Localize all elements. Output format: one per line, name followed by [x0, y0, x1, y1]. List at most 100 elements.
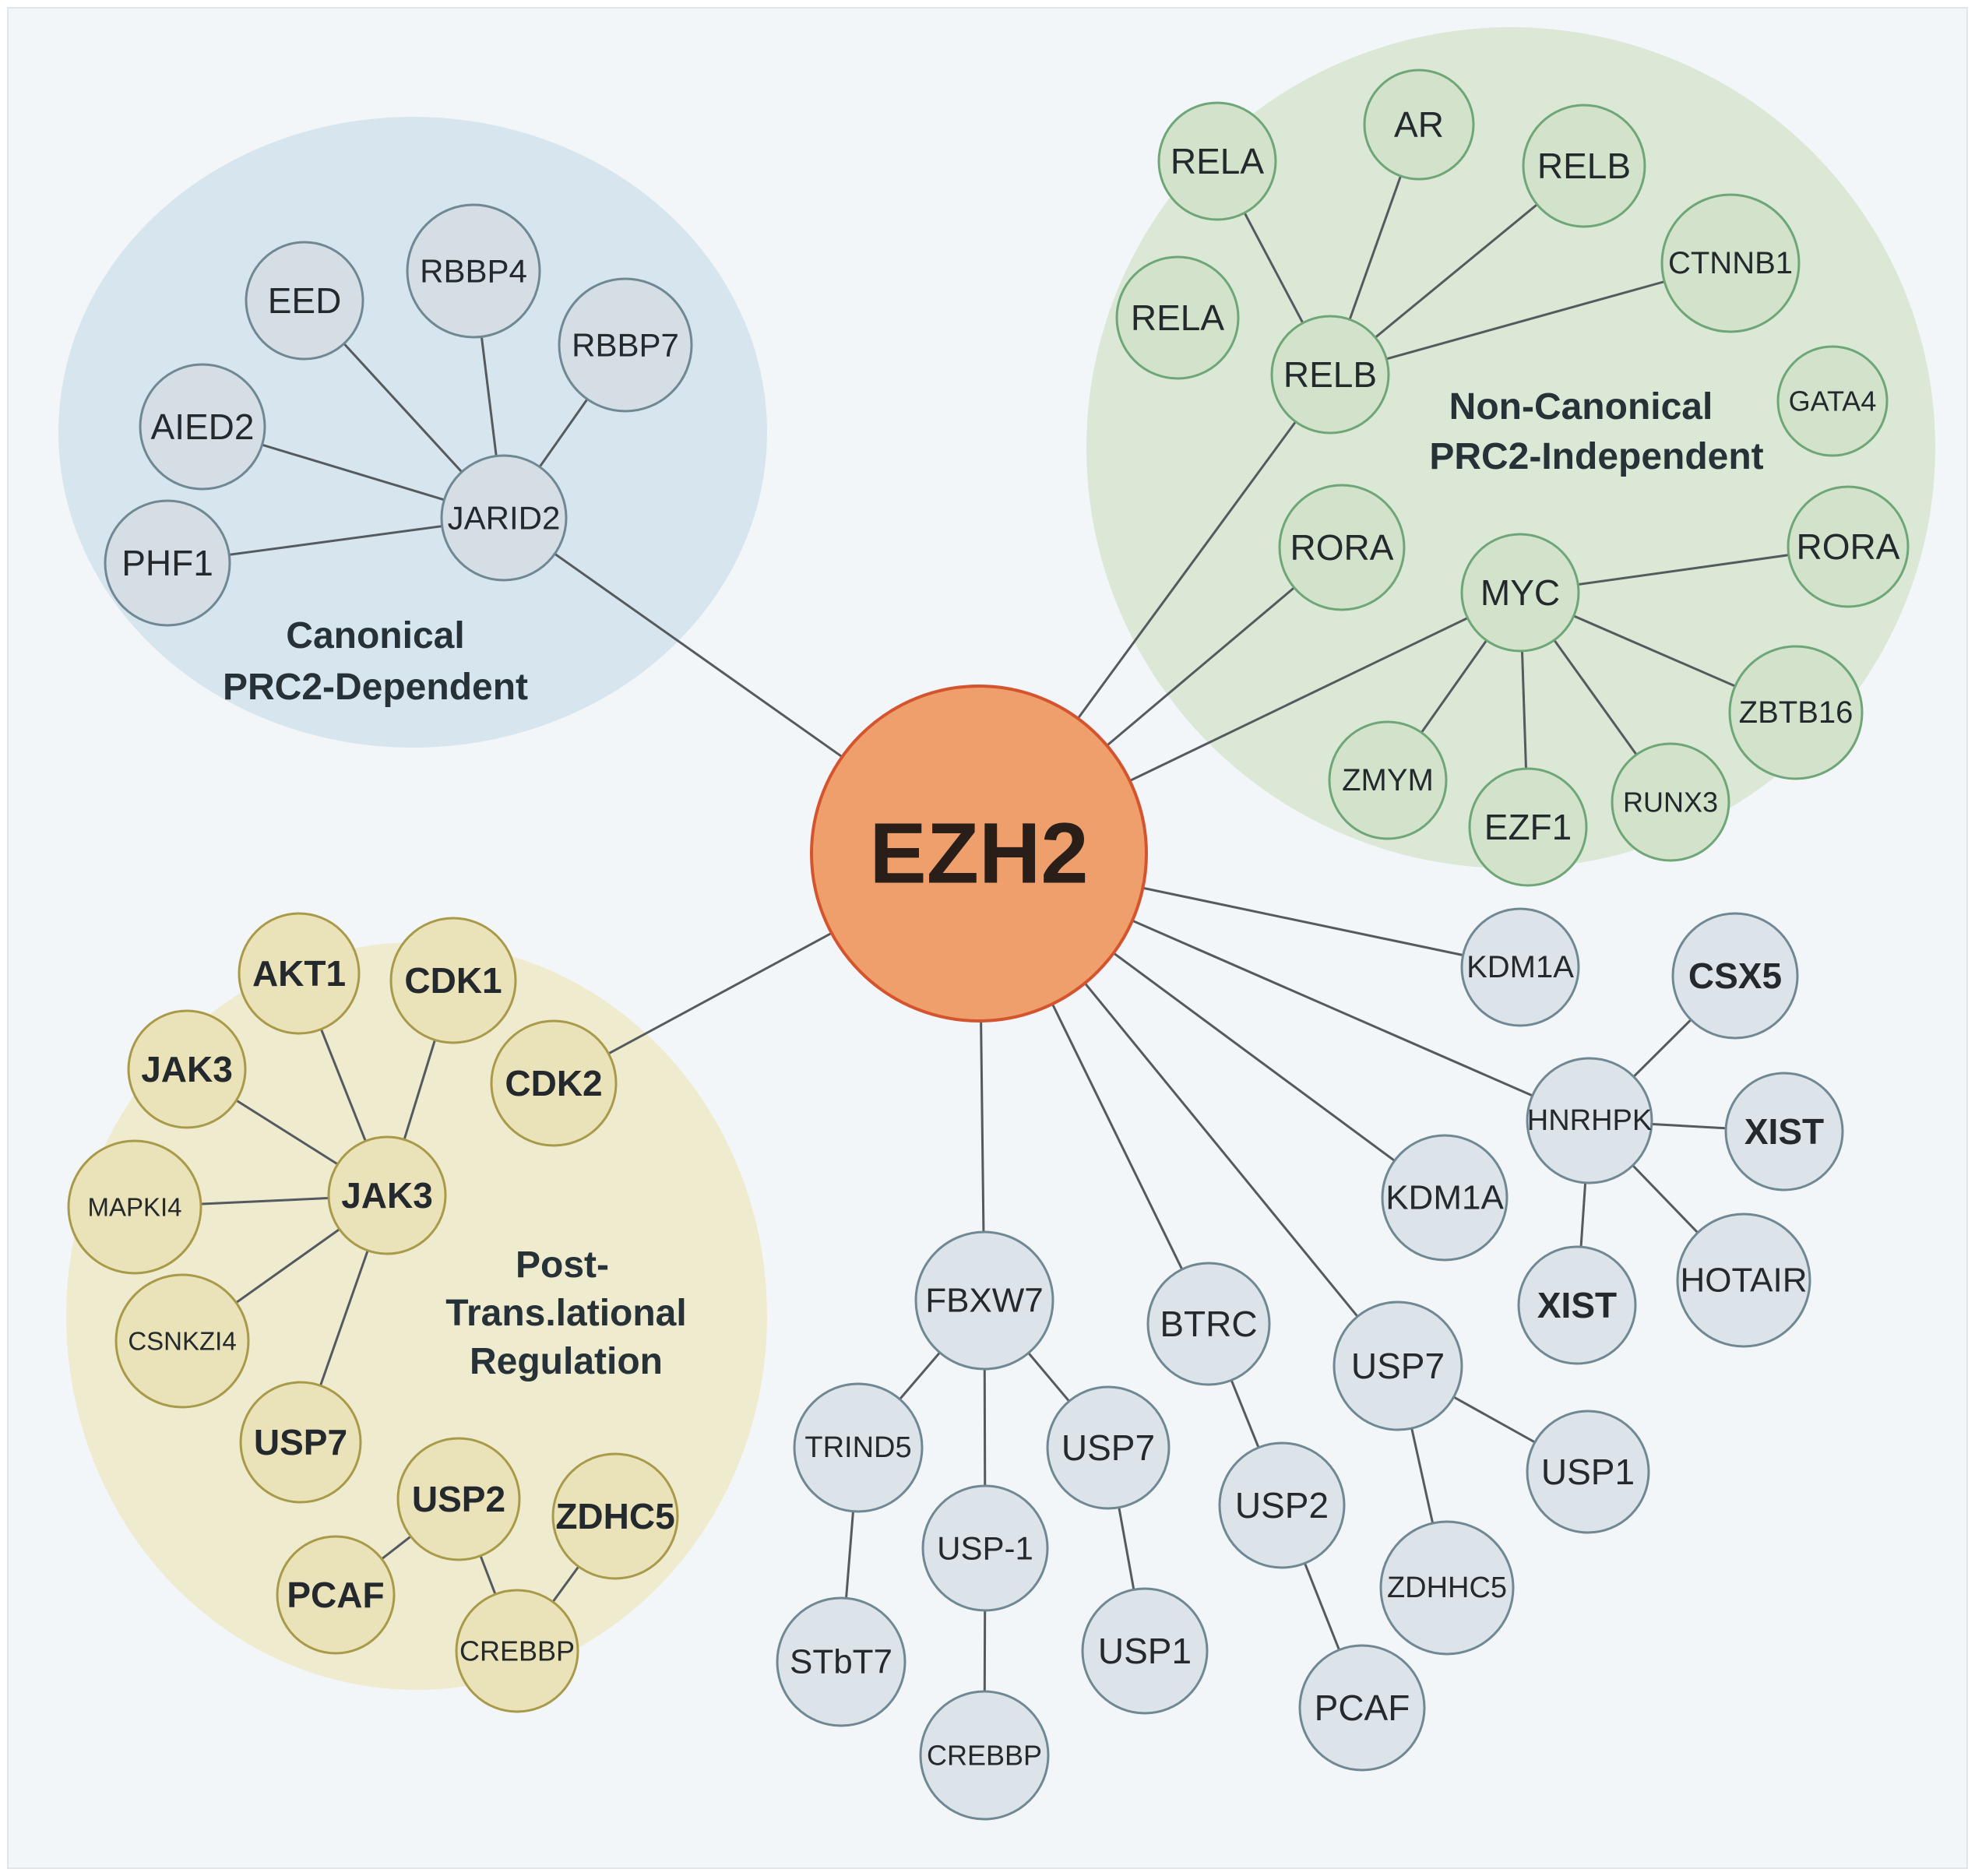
node-circle: [114, 1273, 250, 1409]
node-xist1[interactable]: XIST: [1724, 1072, 1844, 1191]
node-zbtb16[interactable]: ZBTB16: [1728, 645, 1864, 780]
node-label: HOTAIR: [1681, 1262, 1808, 1300]
node-circle: [1460, 907, 1580, 1027]
node-usp2b[interactable]: USP2: [1218, 1441, 1346, 1569]
node-label: ZDHC5: [555, 1496, 674, 1536]
node-label: RELB: [1537, 146, 1631, 186]
node-usp1b[interactable]: USP1: [1081, 1587, 1209, 1715]
node-akt1[interactable]: AKT1: [238, 912, 361, 1035]
node-cdk2[interactable]: CDK2: [490, 1019, 618, 1147]
node-circle: [1270, 315, 1390, 435]
node-label: GATA4: [1789, 385, 1877, 417]
node-rbbp4[interactable]: RBBP4: [406, 203, 541, 339]
node-eed[interactable]: EED: [245, 241, 364, 361]
node-circle: [921, 1484, 1049, 1612]
node-ctnnb1[interactable]: CTNNB1: [1660, 193, 1801, 333]
node-label: RBBP7: [572, 327, 679, 364]
node-ezf1[interactable]: EZF1: [1468, 767, 1588, 887]
node-jak3a[interactable]: JAK3: [127, 1009, 247, 1129]
node-fbxw7[interactable]: FBXW7: [914, 1230, 1054, 1371]
node-label: ZDHHC5: [1387, 1572, 1507, 1604]
node-cdk1[interactable]: CDK1: [389, 917, 517, 1044]
node-kdm1a2[interactable]: KDM1A: [1381, 1134, 1509, 1262]
node-usp2a[interactable]: USP2: [396, 1437, 521, 1561]
node-usp1a[interactable]: USP1: [1526, 1410, 1650, 1534]
node-circle: [1468, 767, 1588, 887]
node-stbt7[interactable]: STbT7: [776, 1596, 907, 1727]
node-usp7a[interactable]: USP7: [239, 1381, 362, 1504]
node-phf1[interactable]: PHF1: [104, 499, 231, 627]
node-runx3[interactable]: RUNX3: [1611, 742, 1730, 862]
node-zmym[interactable]: ZMYM: [1328, 720, 1448, 840]
node-jak3b[interactable]: JAK3: [327, 1135, 447, 1255]
node-circle: [1526, 1410, 1650, 1534]
node-label: USP7: [1351, 1346, 1445, 1386]
node-kdm1a1[interactable]: KDM1A: [1460, 907, 1580, 1027]
node-rbbp7[interactable]: RBBP7: [558, 277, 693, 413]
node-circle: [396, 1437, 521, 1561]
node-btrc[interactable]: BTRC: [1146, 1262, 1271, 1386]
node-circle: [1517, 1245, 1637, 1365]
node-circle: [327, 1135, 447, 1255]
node-zdhhc5[interactable]: ZDHHC5: [1379, 1520, 1515, 1656]
node-rora1[interactable]: RORA: [1278, 484, 1406, 611]
node-label: PCAF: [1315, 1688, 1410, 1728]
node-mapk14[interactable]: MAPKI4: [67, 1139, 202, 1275]
node-csx5[interactable]: CSX5: [1671, 912, 1799, 1040]
node-circle: [1526, 1057, 1653, 1184]
node-usp_1[interactable]: USP-1: [921, 1484, 1049, 1612]
node-pcafa[interactable]: PCAF: [276, 1535, 396, 1655]
node-center[interactable]: EZH2: [810, 685, 1148, 1022]
node-label: PHF1: [121, 543, 213, 583]
node-label: RBBP4: [420, 253, 527, 290]
node-label: AIED2: [151, 407, 255, 447]
node-rela2[interactable]: RELA: [1115, 255, 1240, 380]
node-label: FBXW7: [925, 1282, 1044, 1320]
node-label: PCAF: [287, 1575, 384, 1615]
canonical-group-bg: [58, 117, 767, 748]
node-circle: [490, 1019, 618, 1147]
node-circle: [1381, 1134, 1509, 1262]
node-usp7b[interactable]: USP7: [1333, 1301, 1463, 1431]
node-circle: [245, 241, 364, 361]
node-usp7c[interactable]: USP7: [1046, 1385, 1171, 1510]
node-aied2[interactable]: AIED2: [139, 363, 266, 491]
node-circle: [1724, 1072, 1844, 1191]
node-circle: [558, 277, 693, 413]
node-circle: [1787, 485, 1910, 608]
node-label: HNRHPK: [1527, 1104, 1652, 1137]
node-rora2[interactable]: RORA: [1787, 485, 1910, 608]
node-crebbpb[interactable]: CREBBP: [919, 1690, 1050, 1821]
node-circle: [1298, 1644, 1426, 1772]
node-label: JAK3: [141, 1049, 233, 1089]
node-label: RELA: [1131, 297, 1224, 338]
node-ar[interactable]: AR: [1363, 69, 1475, 181]
node-label: MYC: [1480, 572, 1560, 613]
node-csnk2[interactable]: CSNKZI4: [114, 1273, 250, 1409]
node-zdhc5[interactable]: ZDHC5: [551, 1452, 679, 1580]
node-crebbpa[interactable]: CREBBP: [455, 1589, 579, 1713]
node-circle: [139, 363, 266, 491]
node-relb1[interactable]: RELB: [1522, 104, 1646, 228]
node-rela1[interactable]: RELA: [1157, 101, 1277, 221]
node-jarid2[interactable]: JARID2: [440, 454, 568, 582]
node-circle: [440, 454, 568, 582]
node-label: USP7: [254, 1422, 347, 1462]
node-myc[interactable]: MYC: [1460, 533, 1580, 653]
node-circle: [1278, 484, 1406, 611]
node-hnrhpk[interactable]: HNRHPK: [1526, 1057, 1653, 1184]
node-pcafb[interactable]: PCAF: [1298, 1644, 1426, 1772]
node-label: RORA: [1290, 527, 1394, 568]
node-xist2[interactable]: XIST: [1517, 1245, 1637, 1365]
node-relb2[interactable]: RELB: [1270, 315, 1390, 435]
node-gata4[interactable]: GATA4: [1776, 345, 1889, 457]
node-circle: [919, 1690, 1050, 1821]
node-hotair[interactable]: HOTAIR: [1676, 1213, 1811, 1348]
node-trind5[interactable]: TRIND5: [793, 1382, 924, 1513]
node-label: CTNNB1: [1668, 246, 1793, 280]
node-label: XIST: [1744, 1111, 1824, 1152]
node-label: AR: [1394, 104, 1444, 145]
node-label: XIST: [1537, 1285, 1617, 1325]
node-circle: [1776, 345, 1889, 457]
node-label: USP2: [1235, 1485, 1329, 1526]
